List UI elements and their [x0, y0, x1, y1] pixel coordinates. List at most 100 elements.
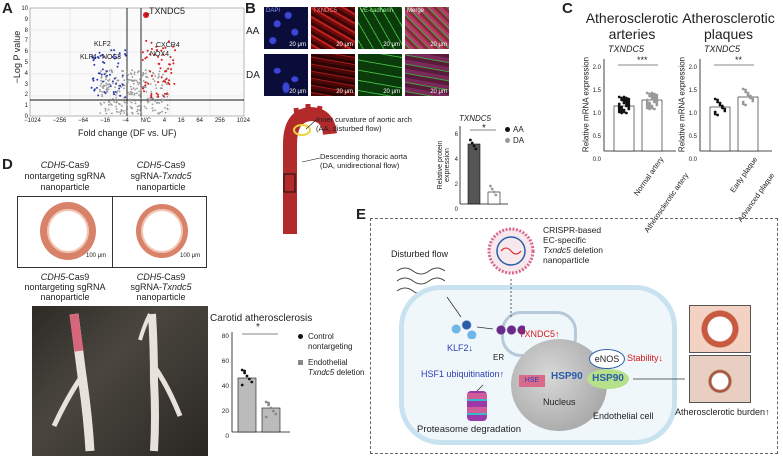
volcano-point [126, 70, 129, 73]
row-label-aa: AA [246, 26, 260, 37]
volcano-point [128, 93, 131, 96]
c-point-athero [655, 93, 659, 97]
volcano-xtick: 256 [214, 118, 225, 124]
b-point-da [489, 184, 492, 188]
e-histo-1 [689, 305, 751, 353]
c-point-advanced [744, 103, 747, 107]
c-point-athero [653, 96, 656, 100]
d-point-deletion [264, 415, 268, 419]
volcano-point-up [167, 67, 170, 70]
volcano-point [129, 99, 131, 102]
volcano-point-down [109, 85, 112, 88]
volcano-point [125, 109, 128, 112]
label-cxcr4: CXCR4 [156, 42, 180, 49]
volcano-point-down [96, 56, 99, 58]
c-point-normal [620, 105, 623, 109]
volcano-point [128, 79, 131, 81]
e-txndc5-dots [495, 323, 525, 337]
volcano-point-up [142, 87, 145, 90]
c-point-normal [620, 98, 623, 102]
volcano-point-up [150, 93, 153, 95]
volcano-point [139, 103, 142, 105]
c-point-normal [627, 105, 631, 109]
volcano-point [137, 112, 140, 115]
b-bar-chart [459, 126, 508, 205]
d-histo-txndc5 [136, 204, 188, 258]
volcano-point [131, 76, 134, 78]
volcano-point [162, 73, 164, 76]
volcano-point [161, 87, 163, 90]
volcano-point [133, 73, 136, 75]
volcano-point [122, 110, 125, 112]
volcano-point [107, 108, 110, 111]
volcano-point-down [97, 72, 100, 75]
panel-a-label: A [2, 0, 13, 17]
volcano-plot [29, 7, 245, 117]
d-point-control [243, 371, 246, 375]
volcano-point-down [111, 80, 114, 83]
volcano-point [106, 87, 108, 90]
panel-b-label: B [245, 0, 256, 17]
d-bar-control [237, 377, 257, 433]
e-nanoparticle [487, 227, 535, 275]
aorta-illustration [283, 104, 337, 234]
volcano-point [137, 70, 140, 72]
volcano-point-down [124, 54, 127, 57]
volcano-point-down [100, 73, 103, 76]
volcano-point [145, 91, 148, 93]
d-point-control [250, 380, 254, 384]
volcano-point [115, 94, 117, 96]
d-bar-sig: * [256, 322, 260, 333]
volcano-point-down [113, 57, 116, 60]
volcano-point [123, 79, 126, 82]
volcano-point-up [144, 81, 147, 84]
volcano-point-down [102, 56, 105, 59]
volcano-point-up [164, 46, 167, 49]
c-point-normal [625, 98, 628, 102]
volcano-ytick: 4 [24, 70, 28, 77]
volcano-point [104, 107, 107, 110]
c-point-athero [645, 102, 649, 106]
b-point-aa [469, 138, 472, 142]
volcano-point-down [115, 82, 118, 85]
c-bar-early [709, 106, 731, 152]
volcano-ytick: 1 [24, 103, 28, 110]
volcano-point [158, 75, 160, 78]
volcano-point [112, 82, 114, 85]
panel-e-label: E [356, 206, 367, 223]
c-point-advanced [744, 90, 747, 94]
volcano-point [117, 111, 120, 113]
volcano-point-down [114, 90, 117, 93]
volcano-point-up [165, 78, 168, 81]
label-klf2: KLF2 [94, 41, 111, 48]
c-point-athero [645, 100, 649, 104]
e-klf2-dots [451, 319, 477, 339]
volcano-point [155, 102, 158, 104]
volcano-point-down [93, 63, 96, 66]
c-point-normal [625, 102, 628, 106]
volcano-point-up [167, 40, 170, 43]
volcano-point-down [96, 78, 99, 81]
volcano-point [116, 90, 119, 92]
volcano-point [100, 103, 103, 106]
volcano-point [160, 98, 163, 101]
b-point-da [490, 187, 494, 191]
volcano-point [138, 90, 141, 93]
volcano-point-down [101, 54, 104, 56]
volcano-xlabel: Fold change (DF vs. UF) [78, 128, 177, 138]
d-point-deletion [264, 400, 268, 404]
volcano-point-up [145, 56, 148, 59]
volcano-point [140, 89, 143, 92]
volcano-point-up [164, 70, 166, 73]
d-point-deletion [267, 401, 270, 405]
micro-da-txndc5: 20 μm [311, 54, 355, 96]
volcano-point [166, 108, 169, 111]
volcano-point [108, 100, 111, 103]
c-point-normal [622, 101, 626, 105]
volcano-point-down [124, 49, 127, 52]
